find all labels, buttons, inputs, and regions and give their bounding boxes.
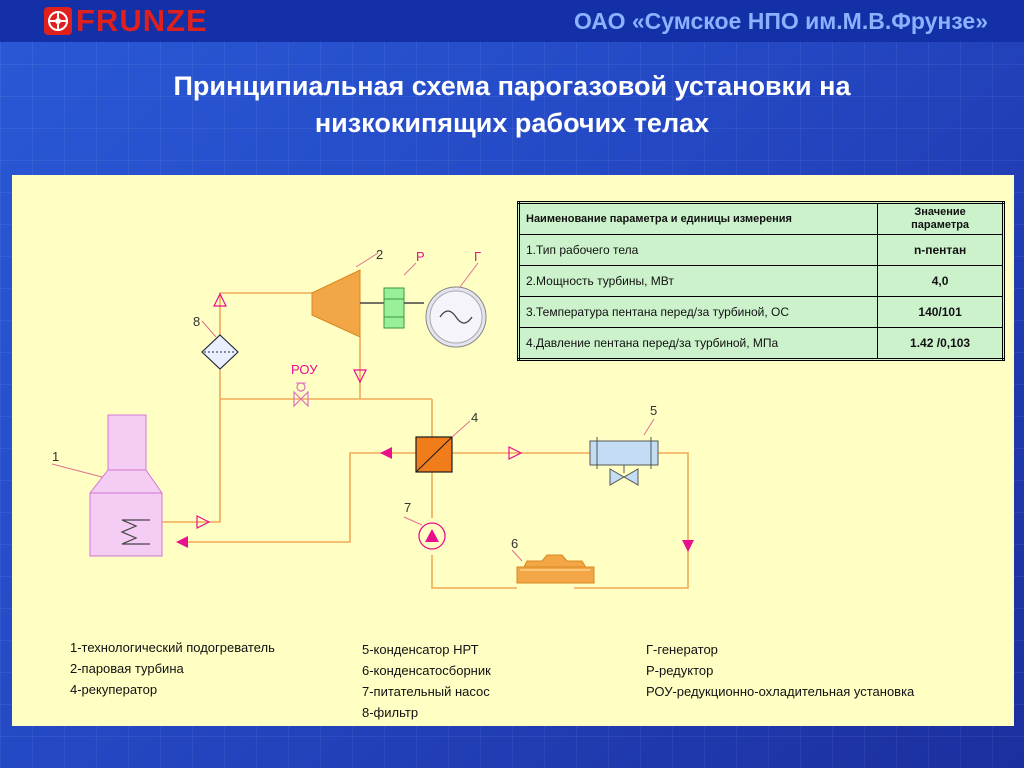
param-name: 3.Температура пентана перед/за турбиной,…	[517, 296, 879, 328]
legend-item: 6-конденсатосборник	[362, 663, 491, 678]
pipe-filter-to-turbine	[219, 292, 312, 335]
turbine-body	[311, 269, 361, 338]
legend-item: 5-конденсатор НРТ	[362, 642, 479, 657]
header-parameter-name: Наименование параметра и единицы измерен…	[517, 202, 879, 235]
rou-valve: РОУ	[291, 362, 318, 408]
legend-item: 1-технологический подогреватель	[70, 640, 275, 655]
flow-arrows	[176, 292, 694, 552]
legend-column-1: 1-технологический подогреватель 2-парова…	[70, 637, 275, 700]
label-heater: 1	[52, 449, 59, 464]
generator-unit: Г	[425, 249, 487, 348]
slide-title-line2: низкокипящих рабочих телах	[314, 108, 710, 138]
parameters-table-header: Наименование параметра и единицы измерен…	[517, 202, 1004, 235]
pipe-collector-to-pump	[431, 555, 517, 589]
generator-sine-icon	[439, 310, 473, 324]
label-filter: 8	[193, 314, 200, 329]
pipe-heater-to-filter	[150, 370, 221, 523]
reducer-body	[383, 287, 405, 329]
param-value: n-пентан	[877, 234, 1004, 266]
logo: FRUNZE	[44, 3, 208, 38]
legend-column-2: 5-конденсатор НРТ 6-конденсатосборник 7-…	[362, 639, 491, 723]
table-row: 2.Мощность турбины, МВт 4,0	[517, 265, 1004, 297]
legend-item: 7-питательный насос	[362, 684, 490, 699]
param-value: 140/101	[877, 296, 1004, 328]
condenser-unit: 5	[589, 403, 659, 486]
arrow-heater-out	[196, 515, 211, 529]
label-recuperator: 4	[471, 410, 478, 425]
legend-item: Г-генератор	[646, 642, 718, 657]
slide-title: Принципиальная схема парогазовой установ…	[0, 68, 1024, 142]
legend-item: 4-рекуператор	[70, 682, 158, 697]
table-row: 4.Давление пентана перед/за турбиной, МП…	[517, 327, 1004, 360]
logo-text: FRUNZE	[76, 3, 208, 38]
param-name: 1.Тип рабочего тела	[517, 234, 879, 266]
recuperator-unit: 4	[415, 410, 478, 473]
label-rou: РОУ	[291, 362, 318, 377]
label-pump: 7	[404, 500, 411, 515]
filter-unit: 8	[193, 314, 239, 370]
pump-icon	[425, 529, 439, 542]
heater-unit: 1	[51, 414, 163, 557]
heater-coil-icon	[120, 519, 150, 545]
label-generator: Г	[474, 249, 481, 264]
condenser-body	[589, 440, 659, 466]
arrow-condenser-down	[682, 540, 694, 552]
arrow-heater-in	[176, 536, 188, 548]
legend-column-3: Г-генератор Р-редуктор РОУ-редукционно-о…	[646, 639, 914, 702]
reducer-unit: Р	[383, 249, 425, 329]
param-name: 2.Мощность турбины, МВт	[517, 265, 879, 297]
heater-stack	[107, 414, 147, 471]
legend-item: 2-паровая турбина	[70, 661, 184, 676]
valve-icon	[293, 390, 309, 408]
header-parameter-value: Значение параметра	[877, 202, 1004, 235]
arrow-to-heater-top	[380, 447, 392, 459]
label-reducer: Р	[416, 249, 425, 264]
param-value: 1.42 /0,103	[877, 327, 1004, 360]
diagram-panel: 1 8 РОУ 2 Р	[12, 175, 1014, 726]
organization-name: ОАО «Сумское НПО им.М.В.Фрунзе»	[573, 8, 988, 34]
top-bar: FRUNZE ОАО «Сумское НПО им.М.В.Фрунзе»	[0, 0, 1024, 42]
label-condenser: 5	[650, 403, 657, 418]
legend-item: 8-фильтр	[362, 705, 419, 720]
parameters-table: Наименование параметра и единицы измерен…	[517, 201, 1005, 361]
arrow-turbine-down	[353, 369, 367, 384]
legend-item: РОУ-редукционно-охладительная установка	[646, 684, 915, 699]
pipe-recuperator-to-heater	[180, 452, 416, 543]
turbine-unit: 2	[311, 247, 384, 338]
slide-title-line1: Принципиальная схема парогазовой установ…	[173, 71, 851, 101]
condenser-fan-icon	[609, 468, 639, 486]
logo-emblem-icon	[44, 7, 72, 35]
arrow-up-filter-out	[213, 292, 227, 307]
table-row: 1.Тип рабочего тела n-пентан	[517, 234, 1004, 266]
legend-item: Р-редуктор	[646, 663, 714, 678]
arrow-to-condenser	[508, 446, 523, 460]
pipe-condenser-to-collector	[574, 452, 689, 589]
heater-body	[89, 469, 163, 557]
pump-unit: 7	[403, 500, 446, 550]
param-name: 4.Давление пентана перед/за турбиной, МП…	[517, 327, 879, 360]
param-value: 4,0	[877, 265, 1004, 297]
label-collector: 6	[511, 536, 518, 551]
label-turbine: 2	[376, 247, 383, 262]
schematic-diagram: 1 8 РОУ 2 Р	[51, 247, 694, 589]
collector-unit: 6	[511, 536, 595, 584]
table-row: 3.Температура пентана перед/за турбиной,…	[517, 296, 1004, 328]
